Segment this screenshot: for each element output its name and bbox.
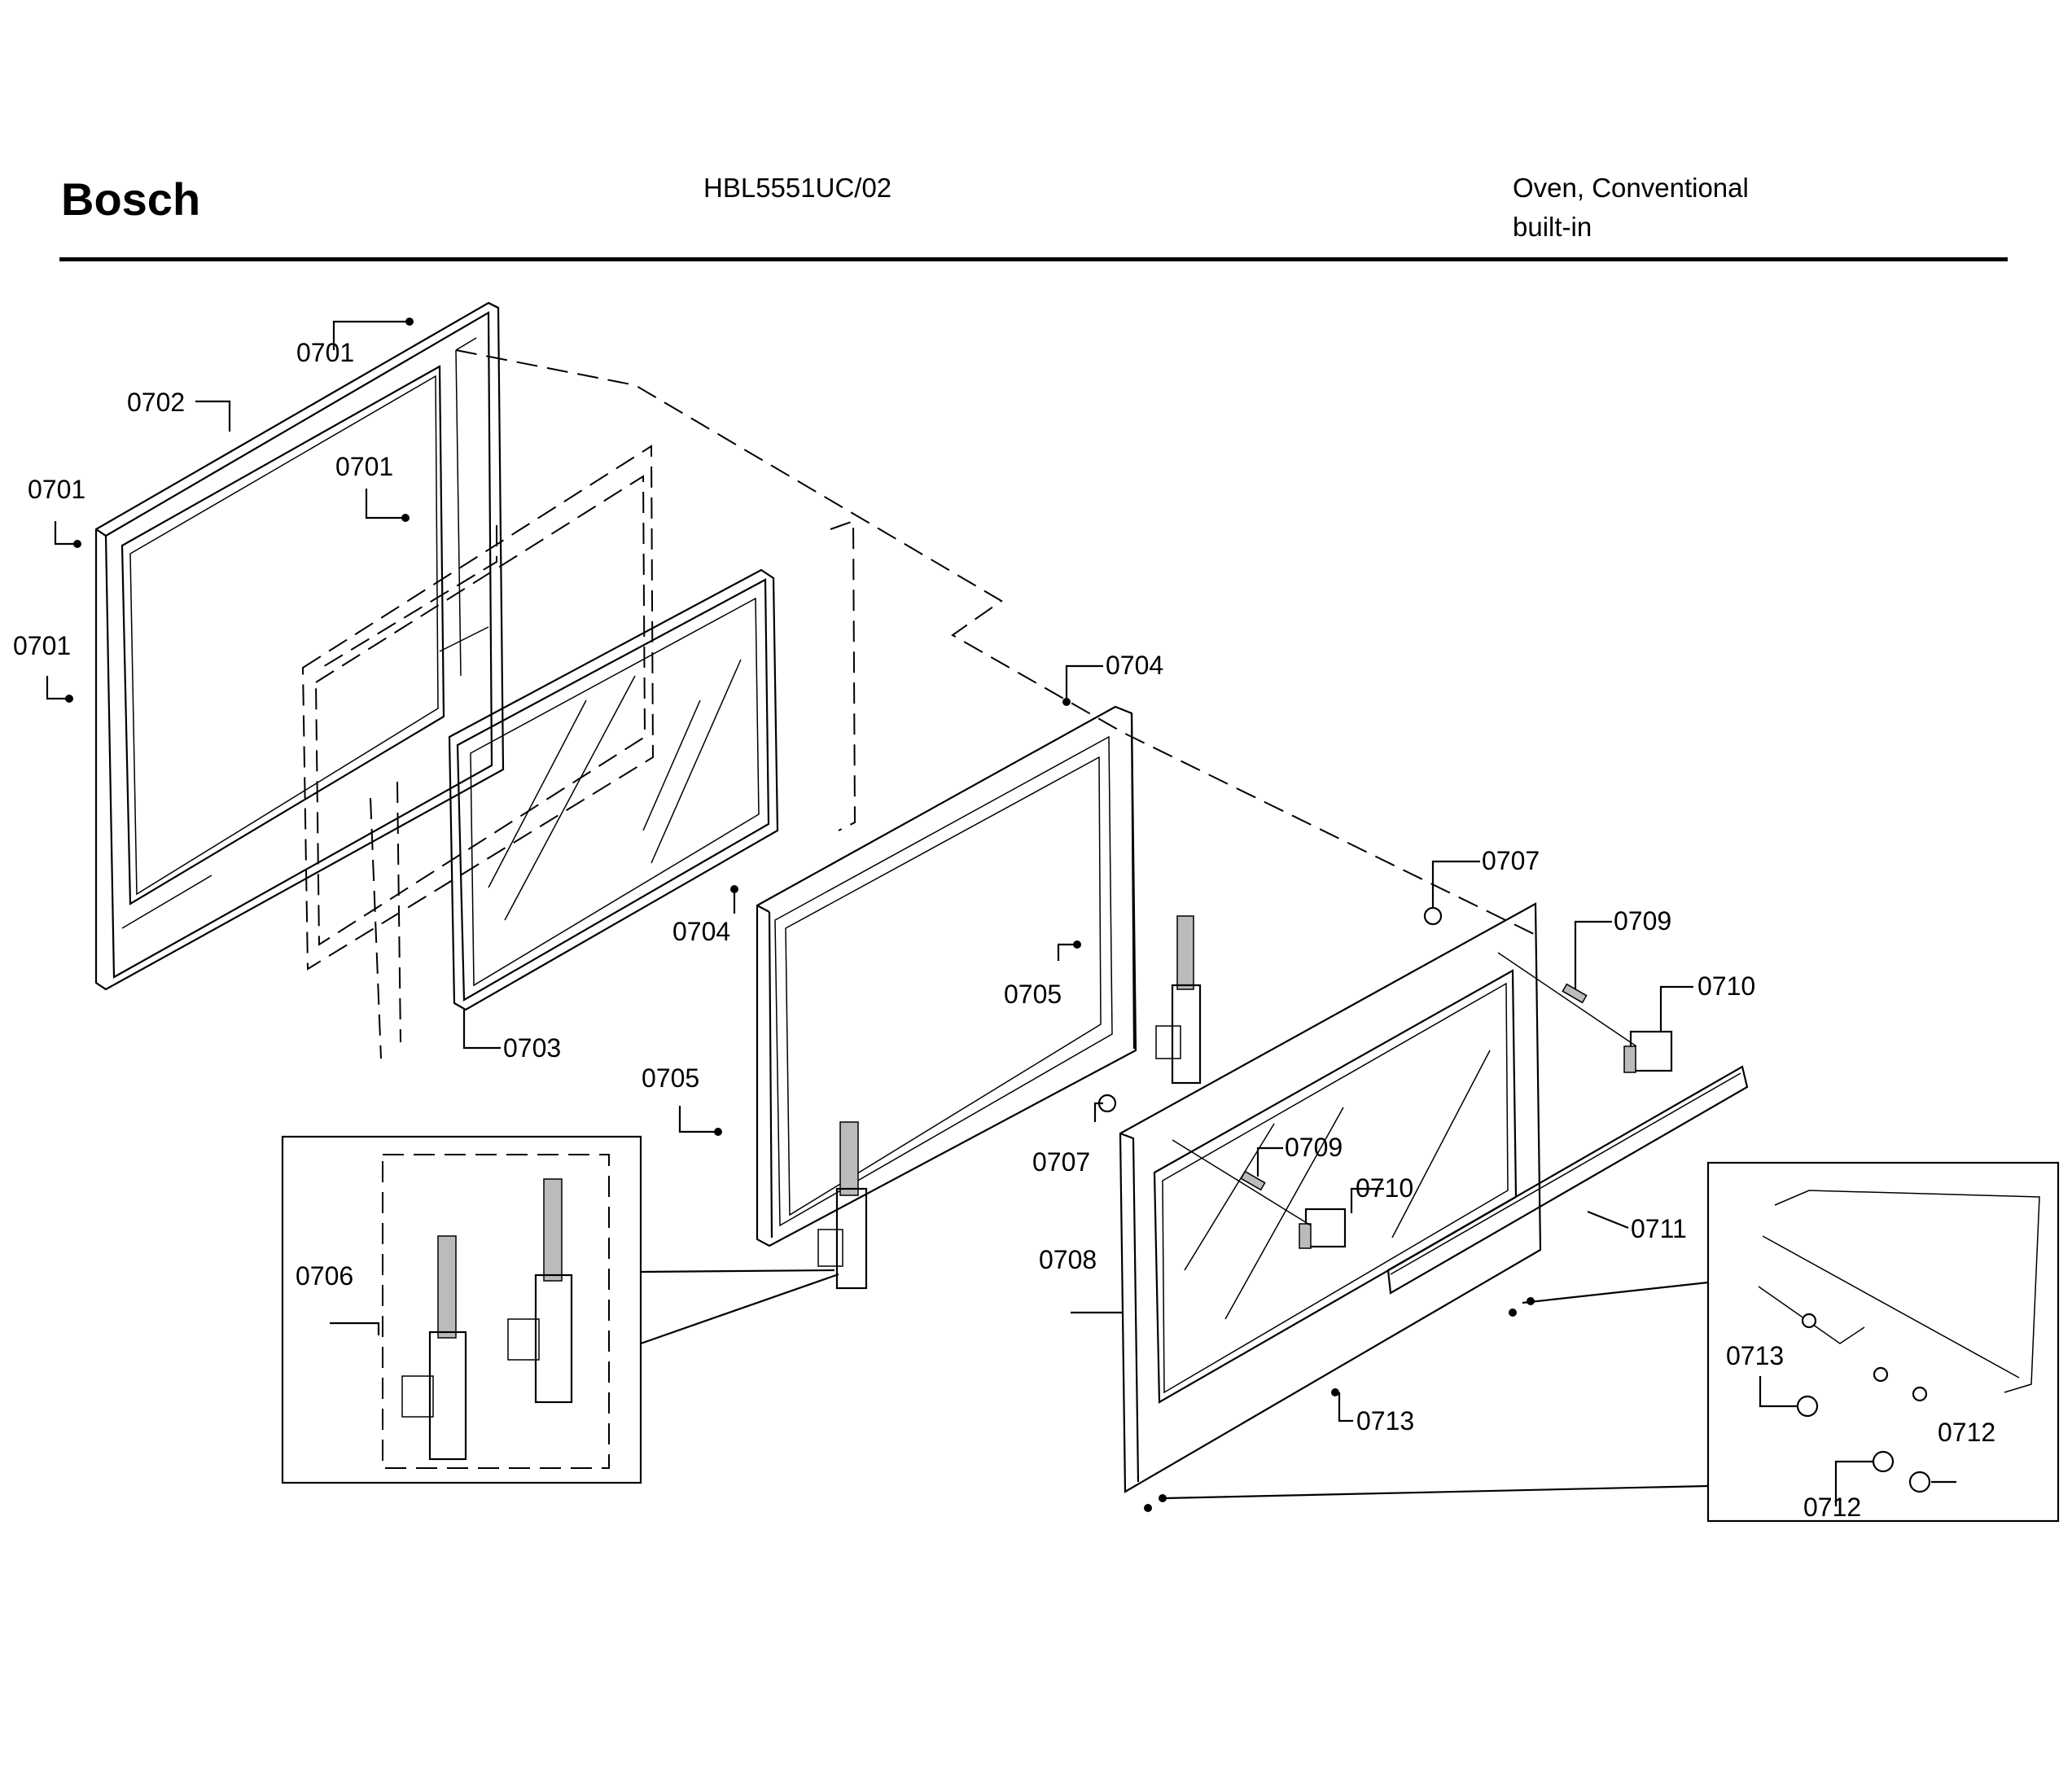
screw-lower: [1240, 1170, 1266, 1191]
callout-0701: 0701: [296, 338, 354, 367]
callout-0712: 0712: [1938, 1418, 1995, 1447]
leader-lines: [46, 320, 1956, 1506]
callout-0707: 0707: [1482, 846, 1540, 875]
hinge-left: [817, 1121, 868, 1290]
inner-door-frame: [756, 705, 1137, 1247]
outer-door-panel: [1119, 902, 1542, 1493]
door-handle: [1386, 1065, 1749, 1295]
callout-0709: 0709: [1614, 906, 1671, 936]
fastener-inset-box: [1163, 1161, 2060, 1523]
callout-0710: 0710: [1356, 1173, 1413, 1203]
hinge-right: [1155, 915, 1202, 1085]
header-rule: [59, 257, 2008, 261]
callout-0701: 0701: [13, 631, 71, 660]
callout-0704: 0704: [1106, 651, 1163, 680]
assembly-guide-line: [455, 349, 1540, 937]
screw-upper: [1562, 983, 1588, 1004]
callout-0713: 0713: [1726, 1341, 1784, 1370]
inner-glass-pane: [448, 568, 779, 1011]
callout-0709: 0709: [1285, 1133, 1343, 1162]
model-number: HBL5551UC/02: [703, 173, 892, 203]
callout-0712: 0712: [1803, 1493, 1861, 1522]
intermediate-frame-dashed: [301, 445, 856, 1059]
callout-0703: 0703: [503, 1033, 561, 1063]
callout-0701: 0701: [335, 452, 393, 481]
callout-0711: 0711: [1631, 1214, 1687, 1243]
callout-0707: 0707: [1032, 1147, 1090, 1177]
category-line-2: built-in: [1513, 212, 1592, 242]
callout-0702: 0702: [127, 388, 185, 417]
brand-name: Bosch: [61, 173, 201, 225]
callout-0704: 0704: [672, 917, 730, 946]
bumper-upper: [1423, 906, 1443, 926]
callout-0706: 0706: [296, 1261, 353, 1291]
callout-0701: 0701: [28, 475, 85, 504]
callout-0710: 0710: [1697, 971, 1755, 1001]
callout-dots: [65, 318, 1535, 1512]
callout-0708: 0708: [1039, 1245, 1097, 1274]
hinge-inset-box: [281, 1135, 839, 1484]
category-line-1: Oven, Conventional: [1513, 173, 1749, 203]
callout-0705: 0705: [1004, 980, 1062, 1009]
callout-0713: 0713: [1356, 1406, 1414, 1436]
outer-door-frame: [94, 301, 505, 991]
handle-spacers: [1172, 952, 1673, 1249]
callout-0705: 0705: [642, 1063, 699, 1093]
